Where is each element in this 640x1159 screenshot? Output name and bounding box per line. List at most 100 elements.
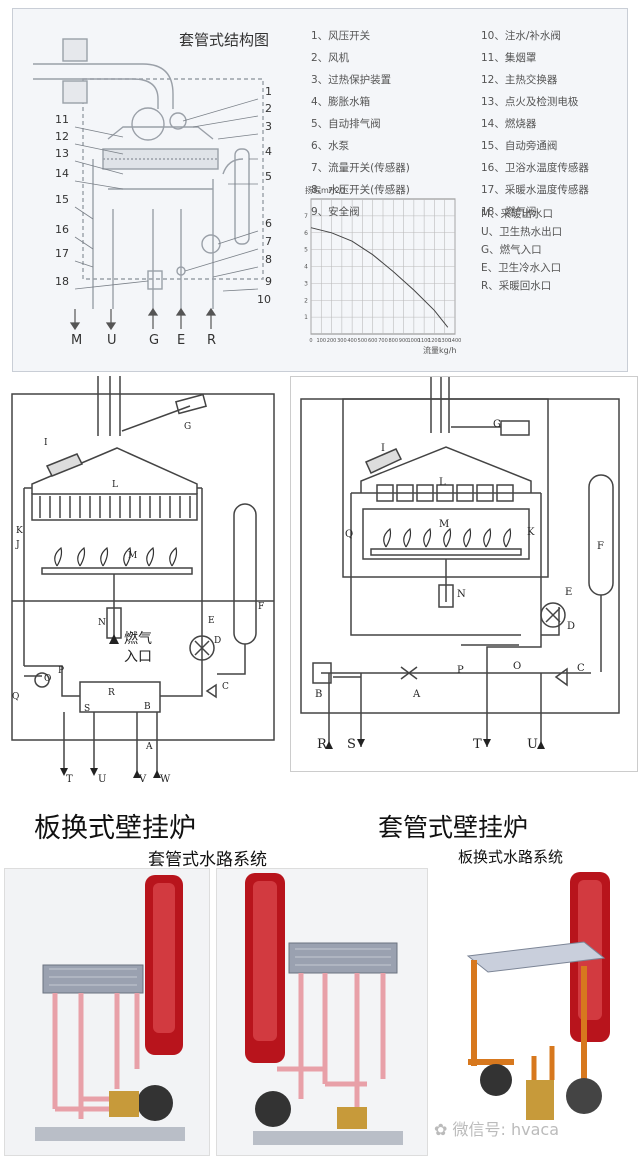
chart-ytick: 1 (304, 314, 308, 321)
port-E: E (177, 333, 186, 348)
right-port-U: U (527, 737, 538, 752)
callout-15: 15 (55, 193, 69, 206)
right-label-Q: Q (345, 529, 354, 540)
right-label-A: A (413, 689, 421, 700)
right-label-C: C (577, 663, 585, 674)
right-label-G: G (493, 419, 501, 430)
legend-item: 13、点火及检测电极 (481, 96, 579, 108)
left-label-K: K (16, 526, 23, 536)
callout-6: 6 (265, 217, 272, 230)
callout-3: 3 (265, 120, 272, 133)
legend-item: 10、注水/补水阀 (481, 30, 561, 42)
port-legend-item: G、燃气入口 (481, 244, 542, 256)
chart-xtick: 400 (347, 338, 357, 344)
gas-inlet-label-2: 入口 (124, 649, 152, 665)
legend-item: 14、燃烧器 (481, 118, 537, 130)
left-label-A: A (146, 742, 153, 752)
left-port-T: T (66, 774, 73, 785)
chart-xtick: 700 (378, 338, 388, 344)
right-label-L: L (439, 477, 446, 488)
wechat-icon: ✿ (434, 1120, 448, 1139)
legend-item: 9、安全阀 (311, 206, 360, 218)
callout-7: 7 (265, 235, 272, 248)
callout-14: 14 (55, 167, 69, 180)
chart-ytick: 6 (304, 230, 308, 237)
chart-xtick: 1100 (418, 338, 431, 344)
tube-boiler-caption: 套管式壁挂炉 (378, 813, 529, 842)
port-legend-item: R、采暖回水口 (481, 280, 552, 292)
right-schematic-drawing (300, 377, 620, 749)
callout-13: 13 (55, 147, 69, 160)
plate-water-caption: 板换式水路系统 (458, 848, 564, 866)
callout-8: 8 (265, 253, 272, 266)
right-label-M: M (439, 519, 450, 530)
right-port-S: S (347, 737, 356, 752)
callout-16: 16 (55, 223, 69, 236)
chart-xtick: 300 (337, 338, 347, 344)
right-label-P: P (457, 665, 464, 676)
chart-xtick: 0 (309, 338, 312, 344)
left-port-U: U (98, 774, 107, 785)
chart-ytick: 7 (304, 213, 308, 220)
right-label-K: K (527, 527, 535, 538)
chart-xtick: 1400 (449, 338, 462, 344)
port-legend-item: E、卫生冷水入口 (481, 262, 562, 274)
left-label-R: R (108, 688, 115, 698)
watermark: ✿ 微信号: hvaca (434, 1116, 559, 1140)
chart-xtick: 800 (389, 338, 399, 344)
right-label-F: F (597, 541, 604, 552)
right-port-R: R (317, 737, 327, 752)
left-label-O: O (44, 674, 52, 684)
structure-title: 套管式结构图 (179, 31, 270, 49)
chart-series-line (310, 227, 449, 328)
chart-xtick: 900 (399, 338, 409, 344)
plate-boiler-caption: 板换式壁挂炉 (34, 813, 196, 844)
legend-item: 12、主热交换器 (481, 74, 558, 86)
tube-water-render-1 (4, 868, 210, 1156)
chart-ytick: 3 (304, 280, 308, 287)
left-port-W: W (160, 774, 171, 785)
chart-ytick: 2 (304, 297, 308, 304)
left-label-F: F (258, 602, 265, 612)
legend-item: 6、水泵 (311, 140, 350, 152)
chart-xtick: 600 (368, 338, 378, 344)
left-label-E: E (208, 616, 215, 626)
callout-10: 10 (257, 293, 271, 306)
right-port-T: T (473, 737, 482, 752)
callout-9: 9 (265, 275, 272, 288)
legend-item: 17、采暖水温度传感器 (481, 184, 589, 196)
gas-inlet-label-1: 燃气 (124, 631, 152, 647)
tube-water-render-2 (216, 868, 428, 1156)
left-label-B: B (144, 702, 151, 712)
right-label-B: B (315, 689, 323, 700)
port-legend-item: U、卫生热水出口 (481, 226, 563, 238)
left-label-J: J (16, 540, 20, 550)
left-label-C: C (222, 682, 229, 692)
legend-item: 16、卫浴水温度传感器 (481, 162, 589, 174)
chart-xtick: 1200 (428, 338, 441, 344)
chart-xtick: 1300 (438, 338, 451, 344)
right-label-N: N (457, 589, 466, 600)
left-label-G: G (184, 422, 192, 432)
chart-ytick: 5 (304, 247, 308, 254)
legend-item: 15、自动旁通阀 (481, 140, 558, 152)
left-label-L: L (112, 480, 118, 490)
left-schematic-drawing (11, 376, 275, 778)
left-label-P: P (58, 666, 65, 676)
tube-water-caption: 套管式水路系统 (148, 850, 267, 870)
right-label-O: O (513, 661, 522, 672)
callout-1: 1 (265, 85, 272, 98)
chart-xtick: 200 (327, 338, 337, 344)
chart-xtick: 1000 (407, 338, 420, 344)
port-M: M (71, 333, 83, 348)
legend-item: 11、集烟罩 (481, 52, 537, 64)
legend-item: 5、自动排气阀 (311, 118, 381, 130)
port-R: R (207, 333, 217, 348)
legend-item: 2、风机 (311, 52, 350, 64)
chart-xlabel: 流量kg/h (423, 346, 457, 355)
